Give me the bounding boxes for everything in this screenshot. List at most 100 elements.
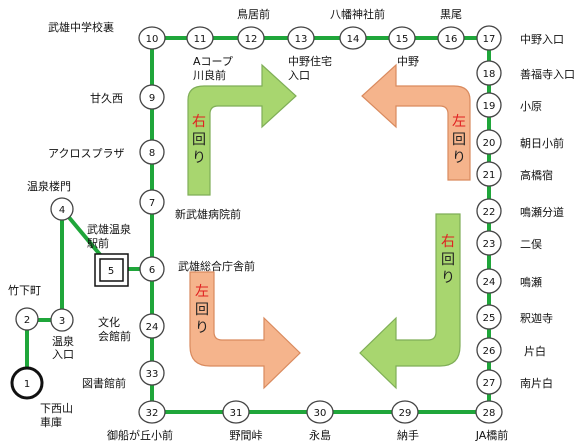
stop-14-marker	[339, 26, 367, 50]
stop-9-number: 9	[149, 93, 155, 104]
stop-34-marker	[139, 313, 165, 339]
stop-1-number: 1	[24, 379, 30, 390]
stop-27-label: 南片白	[520, 376, 553, 390]
stop-30-number: 30	[314, 408, 327, 419]
stop-7-marker	[139, 189, 165, 215]
stop-24-number: 24	[483, 277, 496, 288]
stop-9-label: 甘久西	[90, 92, 123, 105]
stop-34[interactable]: 24 文化 会館前	[98, 313, 165, 343]
stop-32-marker	[138, 400, 166, 424]
arrow-clockwise-bottom-dark-1: 回	[441, 252, 455, 268]
stop-20[interactable]: 20 朝日小前	[476, 129, 564, 155]
stop-18[interactable]: 18 善福寺入口	[476, 60, 575, 86]
stop-29-number: 29	[399, 408, 412, 419]
arrow-clockwise-bottom-red: 右	[441, 234, 455, 250]
arrow-clockwise-bottom: 右 回 り	[359, 213, 461, 390]
stop-20-number: 20	[483, 138, 496, 149]
stop-2[interactable]: 2 竹下町	[8, 283, 41, 331]
stop-4-number: 4	[59, 205, 65, 216]
stop-32[interactable]: 32 御船が丘小前	[107, 400, 173, 442]
arrow-clockwise-bottom-dark-2: り	[441, 270, 455, 286]
stop-25[interactable]: 25 釈迦寺	[476, 304, 553, 330]
stop-3-label-1: 温泉	[52, 334, 74, 348]
stop-22-label: 鳴瀬分道	[520, 205, 564, 219]
stop-10[interactable]: 10 武雄中学校裏	[48, 20, 166, 50]
stop-5[interactable]: 5 武雄温泉 駅前	[87, 222, 131, 287]
stop-15-number: 15	[396, 34, 409, 45]
stop-25-label: 釈迦寺	[520, 312, 553, 325]
stop-15-marker	[388, 26, 416, 50]
stop-21-label: 高橋宿	[520, 168, 553, 182]
stop-23-label: 二俣	[520, 237, 542, 251]
arrow-counterclockwise-top-shape	[361, 63, 471, 181]
stop-5-number: 5	[108, 266, 114, 277]
arrow-counterclockwise-top: 左 回 り	[361, 63, 471, 181]
stop-26[interactable]: 26 片白	[476, 337, 546, 363]
stop-22[interactable]: 22 鳴瀬分道	[476, 198, 564, 224]
stop-29[interactable]: 29 納手	[391, 400, 419, 442]
stop-26-marker	[476, 337, 502, 363]
stop-28-number: 28	[483, 408, 496, 419]
stop-17-marker	[476, 25, 502, 51]
stop-20-label: 朝日小前	[520, 136, 564, 150]
stop-1-label-2: 車庫	[40, 415, 62, 429]
arrow-counterclockwise-top-dark-2: り	[452, 150, 466, 166]
arrow-clockwise-bottom-shape	[359, 213, 461, 390]
stop-7[interactable]: 7 新武雄病院前	[139, 189, 241, 221]
stop-7-number: 7	[149, 198, 155, 209]
arrow-counterclockwise-top-dark-1: 回	[452, 132, 466, 148]
stop-2-number: 2	[24, 315, 30, 326]
stop-16[interactable]: 16 黒尾	[437, 8, 465, 50]
stop-19-marker	[476, 92, 502, 118]
stop-18-marker	[476, 60, 502, 86]
stops: 1 下西山 車庫 2 竹下町 3 温泉 入口 4 温泉楼門 5 武雄温泉	[8, 7, 575, 442]
stop-9[interactable]: 9 甘久西	[90, 84, 165, 110]
stop-11-label-1: Aコープ	[193, 55, 233, 68]
stop-31-label: 野間峠	[230, 428, 263, 442]
stop-23[interactable]: 23 二俣	[476, 230, 542, 256]
stop-27[interactable]: 27 南片白	[476, 369, 553, 395]
stop-33[interactable]: 33 図書館前	[82, 360, 165, 390]
stop-17[interactable]: 17 中野入口	[476, 25, 564, 51]
stop-15[interactable]: 15 中野	[388, 26, 419, 68]
stop-29-marker	[391, 400, 419, 424]
stop-19[interactable]: 19 小原	[476, 92, 542, 118]
stop-6[interactable]: 6 武雄総合庁舎前	[139, 256, 255, 282]
stop-13-label-2: 入口	[288, 69, 310, 82]
arrow-clockwise-top: 右 回 り	[187, 63, 297, 196]
arrow-counterclockwise-bottom-dark-2: り	[195, 320, 209, 336]
stop-11[interactable]: 11 Aコープ 川良前	[186, 26, 233, 82]
stop-34-label-1: 文化	[98, 315, 120, 329]
stop-3[interactable]: 3 温泉 入口	[50, 308, 74, 361]
stop-3-marker	[50, 308, 74, 332]
stop-28[interactable]: 28 JA橋前	[475, 400, 509, 442]
stop-24[interactable]: 24 鳴瀬	[476, 268, 542, 294]
stop-13-number: 13	[295, 34, 308, 45]
stop-13-marker	[287, 26, 315, 50]
stop-2-marker	[15, 307, 39, 331]
stop-4[interactable]: 4 温泉楼門	[27, 179, 74, 221]
stop-16-number: 16	[445, 34, 458, 45]
stop-31[interactable]: 31 野間峠	[222, 400, 263, 442]
stop-5-label-1: 武雄温泉	[87, 222, 131, 236]
stop-17-number: 17	[483, 34, 496, 45]
stop-14-label: 八幡神社前	[330, 7, 385, 21]
stop-12[interactable]: 12 鳥居前	[237, 7, 270, 50]
stop-14[interactable]: 14 八幡神社前	[330, 7, 385, 50]
arrow-counterclockwise-bottom-dark-1: 回	[195, 302, 209, 318]
stop-20-marker	[476, 129, 502, 155]
stop-6-label: 武雄総合庁舎前	[178, 259, 255, 273]
stop-21[interactable]: 21 高橋宿	[476, 161, 553, 187]
stop-4-label: 温泉楼門	[27, 179, 71, 193]
stop-22-number: 22	[483, 207, 496, 218]
stop-17-label: 中野入口	[520, 33, 564, 46]
stop-25-marker	[476, 304, 502, 330]
stop-8[interactable]: 8 アクロスプラザ	[48, 139, 165, 165]
stop-28-marker	[475, 400, 503, 424]
stop-12-label: 鳥居前	[237, 7, 270, 21]
stop-30[interactable]: 30 永島	[306, 400, 334, 442]
stop-13[interactable]: 13 中野住宅 入口	[287, 26, 332, 82]
stop-1[interactable]: 1 下西山 車庫	[10, 366, 73, 429]
